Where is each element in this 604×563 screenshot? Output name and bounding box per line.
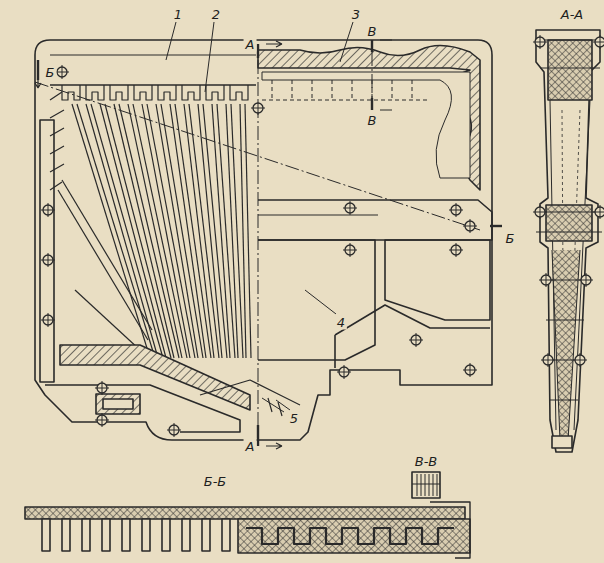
section-title: В-В <box>413 454 440 469</box>
section-mark: Б <box>504 231 517 246</box>
section-mark: В <box>366 24 379 39</box>
section-mark: А <box>244 37 257 52</box>
callout-number: 3 <box>350 7 362 22</box>
section-mark: Б <box>44 65 57 80</box>
section-title: А-А <box>559 7 585 22</box>
section-mark: А <box>244 439 257 454</box>
callout-number: 4 <box>335 315 347 330</box>
section-mark: В <box>366 113 379 128</box>
section-title: Б-Б <box>202 474 229 489</box>
callout-number: 5 <box>288 411 300 426</box>
callout-number: 2 <box>210 7 222 22</box>
callout-number: 1 <box>172 7 184 22</box>
